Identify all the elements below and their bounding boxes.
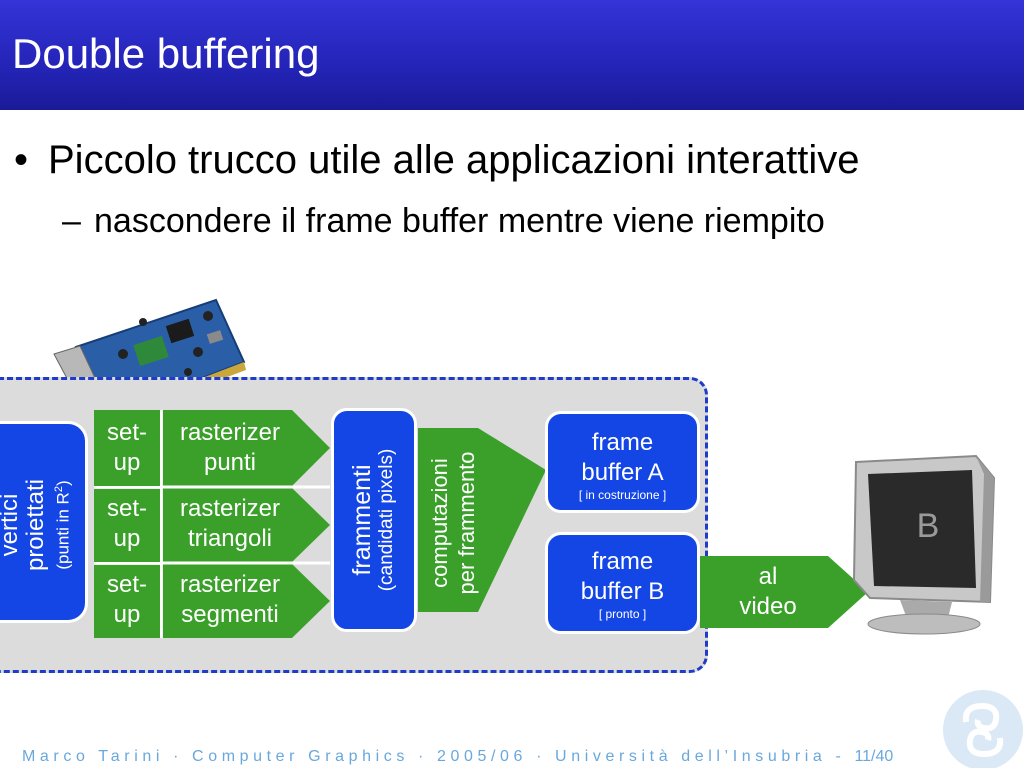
footer-text: Marco Tarini · Computer Graphics · 2005/… [22, 748, 846, 765]
monitor-letter: B [917, 507, 940, 545]
rasterizer-1-bottom: punti [203, 449, 257, 476]
rasterizer-arrow-row3 [163, 564, 330, 638]
monitor-image: B [852, 454, 996, 635]
rasterizer-2-bottom: triangoli [187, 525, 273, 552]
frame-buffer-b-box: frame buffer B [ pronto ] [545, 532, 700, 634]
setup-3-top: set- [106, 571, 147, 598]
al-video-line1: al [758, 563, 778, 590]
computazioni-line1: computazioni [427, 458, 452, 588]
frammenti-box: frammenti (candidati pixels) [331, 408, 417, 632]
bullet-level1-text: Piccolo trucco utile alle applicazioni i… [48, 138, 860, 182]
rasterizer-2-top: rasterizer [179, 495, 281, 522]
rasterizer-arrow-row1 [163, 410, 330, 486]
bullet-level2-text: nascondere il frame buffer mentre viene … [94, 202, 825, 240]
frame-buffer-a-status: [ in costruzione ] [578, 488, 667, 502]
setup-1-bottom: up [113, 449, 141, 476]
bullet-level2: –nascondere il frame buffer mentre viene… [62, 202, 825, 241]
frame-buffer-a-line2: buffer A [581, 459, 664, 486]
title-bar: Double buffering [0, 0, 1024, 110]
rasterizer-1-label: rasterizer punti [165, 418, 295, 478]
rasterizer-1-top: rasterizer [179, 419, 281, 446]
setup-1-top: set- [106, 419, 147, 446]
page-number: 11/40 [854, 748, 894, 765]
footer: Marco Tarini · Computer Graphics · 2005/… [22, 748, 893, 766]
frammenti-line1: frammenti [348, 464, 376, 576]
setup-box-2: set- up [94, 489, 160, 562]
al-video-arrow [700, 556, 868, 628]
setup-3-bottom: up [113, 601, 141, 628]
frammenti-line2: (candidati pixels) [376, 448, 397, 592]
frammenti-label: frammenti (candidati pixels) [348, 413, 400, 627]
frame-buffer-b-line1: frame [591, 548, 654, 575]
slide-title: Double buffering [12, 30, 320, 77]
frame-buffer-b-line2: buffer B [580, 578, 665, 605]
setup-2-top: set- [106, 495, 147, 522]
rasterizer-3-label: rasterizer segmenti [165, 570, 295, 630]
frame-buffer-b-status: [ pronto ] [598, 607, 647, 621]
setup-box-3: set- up [94, 565, 160, 638]
frame-buffer-a-line1: frame [591, 429, 654, 456]
bullet-symbol: • [14, 138, 29, 182]
rasterizer-3-top: rasterizer [179, 571, 281, 598]
rasterizer-arrow-row2 [163, 488, 330, 562]
al-video-line2: video [739, 593, 797, 620]
al-video-label: al video [718, 562, 818, 622]
computazioni-line2: per frammento [454, 451, 479, 595]
vertici-box: vertici proiettati (punti in R2) [0, 421, 88, 623]
computazioni-label: computazioni per frammento [426, 438, 482, 608]
computazioni-arrow [418, 428, 546, 612]
setup-2-bottom: up [113, 525, 141, 552]
rasterizer-3-bottom: segmenti [181, 601, 279, 628]
setup-box-1: set- up [94, 410, 160, 486]
frame-buffer-a-box: frame buffer A [ in costruzione ] [545, 411, 700, 513]
rasterizer-2-label: rasterizer triangoli [165, 494, 295, 554]
bullet-level1: • Piccolo trucco utile alle applicazioni … [14, 138, 860, 183]
dash-symbol: – [62, 202, 81, 240]
university-logo [943, 690, 1023, 768]
